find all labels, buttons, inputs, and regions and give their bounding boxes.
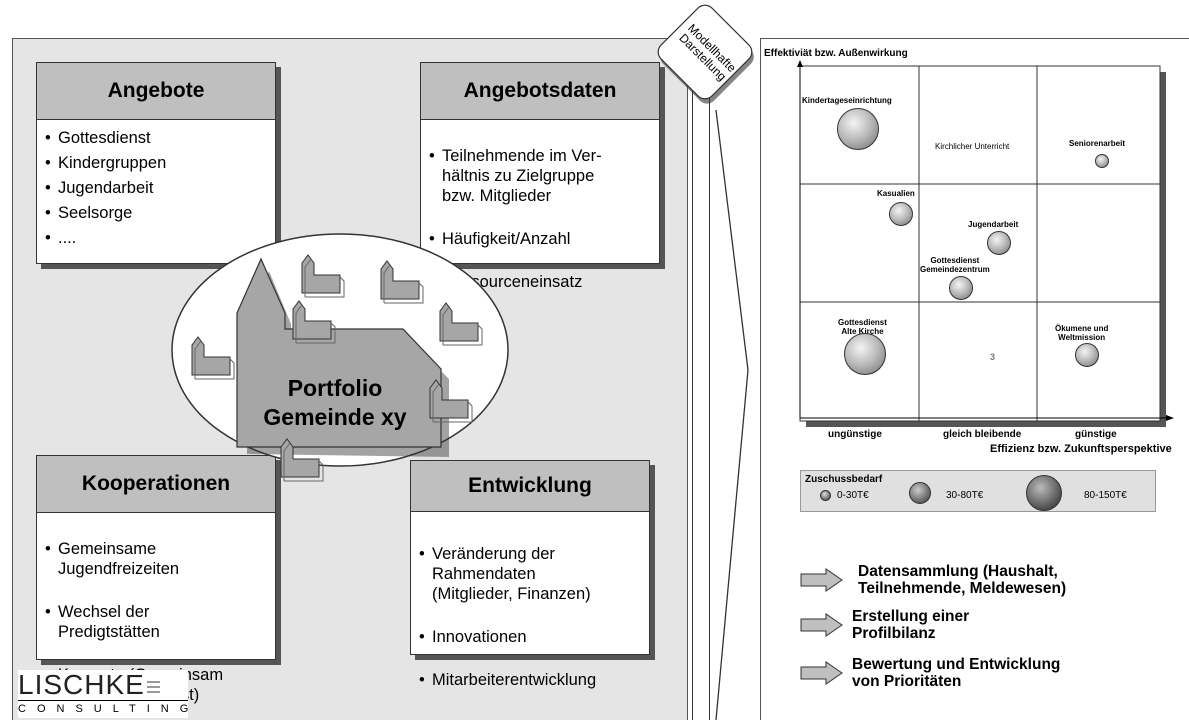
box-entwicklung-title: Entwicklung	[411, 461, 649, 512]
x-tick-label: günstige	[1075, 429, 1117, 440]
bubble-label-kindertageseinrichtung: Kindertageseinrichtung	[802, 96, 892, 105]
divider-strip	[692, 60, 710, 720]
list-item: Jugendarbeit	[45, 178, 275, 198]
logo-bars	[146, 678, 160, 696]
right-arrow-icon	[800, 613, 843, 637]
box-angebotsdaten-list: Teilnehmende im Ver- hältnis zu Zielgrup…	[421, 120, 659, 315]
right-arrow-icon	[800, 568, 843, 592]
list-item: Gemeinsame Jugendfreizeiten	[45, 539, 275, 579]
bubble-kindertageseinrichtung	[837, 108, 879, 150]
label-kirchlicher-unterricht: Kirchlicher Unterricht	[935, 142, 1010, 151]
action-text: Bewertung und Entwicklung von Prioritäte…	[852, 656, 1061, 690]
portfolio-title: Portfolio Gemeinde xy	[235, 374, 435, 432]
legend-title: Zuschussbedarf	[805, 474, 883, 485]
lischke-logo: LISCHKE CONSULTING	[18, 670, 188, 718]
y-axis-arrow-icon	[797, 60, 803, 67]
box-angebotsdaten-title: Angebotsdaten	[421, 63, 659, 120]
action-row: Bewertung und Entwicklung von Prioritäte…	[800, 656, 1060, 690]
bubble-label-kasualien: Kasualien	[877, 189, 915, 198]
bubble-kasualien	[889, 202, 913, 226]
legend-bubble-large	[1026, 475, 1062, 511]
action-text: Datensammlung (Haushalt, Teilnehmende, M…	[858, 563, 1067, 597]
box-angebotsdaten: Angebotsdaten Teilnehmende im Ver- hältn…	[420, 62, 660, 292]
list-item: Gottesdienst	[45, 128, 275, 148]
x-axis-arrow-icon	[1166, 415, 1174, 421]
box-angebote: Angebote Gottesdienst Kindergruppen Juge…	[36, 62, 276, 264]
box-kooperationen-title: Kooperationen	[37, 456, 275, 513]
portfolio-title-line2: Gemeinde xy	[263, 404, 407, 430]
list-item: Veränderung der Rahmendaten (Mitglieder,…	[419, 544, 649, 604]
list-item: Wechsel der Predigtstätten	[45, 602, 275, 642]
bubble-label-jugendarbeit: Jugendarbeit	[968, 220, 1019, 229]
legend-label: 30-80T€	[946, 490, 984, 501]
bubble-seniorenarbeit	[1095, 154, 1109, 168]
action-row: Datensammlung (Haushalt, Teilnehmende, M…	[800, 563, 1066, 597]
list-item: Häufigkeit/Anzahl	[429, 229, 659, 249]
legend-label: 80-150T€	[1084, 490, 1127, 501]
logo-name: LISCHKE	[18, 669, 145, 700]
box-angebote-title: Angebote	[37, 63, 275, 120]
list-item: Kindergruppen	[45, 153, 275, 173]
bubble-label-gottesdienst-alte-kirche: Gottesdienst Alte Kirche	[838, 318, 887, 336]
list-item: ....	[45, 228, 275, 248]
legend-bubble-medium	[909, 482, 931, 504]
list-item: Innovationen	[419, 627, 649, 647]
box-angebote-list: Gottesdienst Kindergruppen Jugendarbeit …	[37, 120, 275, 248]
logo-subtitle: CONSULTING	[18, 700, 188, 715]
list-item: Mitarbeiterentwicklung	[419, 670, 649, 690]
right-arrow-icon	[800, 661, 843, 685]
legend-label: 0-30T€	[837, 490, 869, 501]
bubble-gottesdienst-alte-kirche	[844, 333, 886, 375]
bubble-label-seniorenarbeit: Seniorenarbeit	[1069, 139, 1126, 148]
x-axis-title: Effizienz bzw. Zukunftsperspektive	[990, 443, 1172, 455]
cell-number: 3	[990, 352, 996, 362]
x-tick-label: gleich bleibende	[943, 429, 1022, 440]
bubble-gottesdienst-gemeindezentrum	[949, 276, 973, 300]
list-item: Seelsorge	[45, 203, 275, 223]
model-badge: Modellhafte Darstellung	[655, 2, 759, 106]
chevron-arrow-icon	[715, 110, 749, 720]
legend: Zuschussbedarf 0-30T€ 30-80T€ 80-150T€	[800, 470, 1156, 512]
portfolio-title-line1: Portfolio	[287, 375, 383, 401]
y-axis-title: Effektiviät bzw. Außenwirkung	[764, 48, 908, 59]
list-item: Teilnehmende im Ver- hältnis zu Zielgrup…	[429, 146, 659, 206]
x-tick-label: ungünstige	[828, 429, 882, 440]
bubble-jugendarbeit	[987, 231, 1011, 255]
bubble-label-oekumene-weltmission: Ökumene und Weltmission	[1055, 324, 1109, 342]
bubble-oekumene-weltmission	[1075, 343, 1099, 367]
portfolio-illustration	[171, 233, 509, 482]
bubble-label-gottesdienst-gemeindezentrum: Gottesdienst Gemeindezentrum	[920, 256, 990, 274]
action-row: Erstellung einer Profilbilanz	[800, 608, 969, 642]
box-entwicklung-list: Veränderung der Rahmendaten (Mitglieder,…	[411, 512, 649, 713]
action-text: Erstellung einer Profilbilanz	[852, 608, 970, 642]
church-icon	[236, 257, 449, 457]
box-entwicklung: Entwicklung Veränderung der Rahmendaten …	[410, 460, 650, 690]
legend-bubble-small	[820, 490, 831, 501]
